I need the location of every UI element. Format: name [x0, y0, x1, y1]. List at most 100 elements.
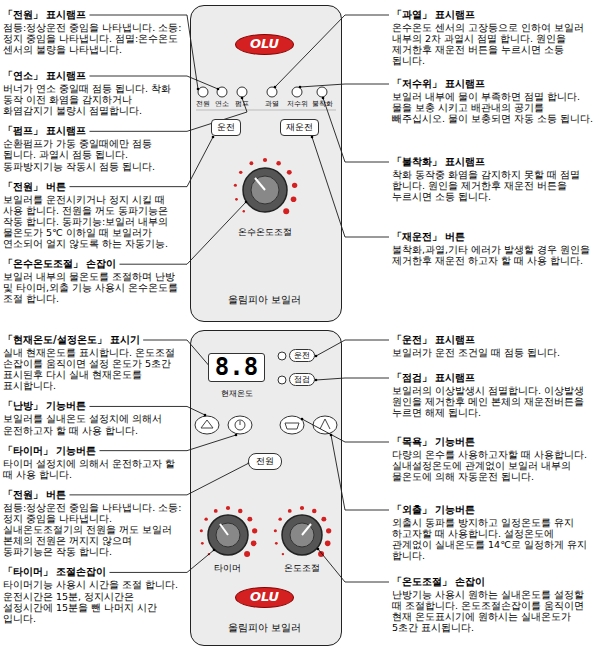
callout-text: 순환펌프가 가동 중일때에만 점등 됩니다. 과열시 점등 됩니다. 동파방지기… [3, 138, 185, 171]
callout: 「난방」 기능버튼보일러를 실내온도 설정치에 의해서 운전하고자 할 때 사용… [3, 394, 185, 435]
lamp-label: 과열 [265, 100, 279, 109]
scale-dot [321, 517, 326, 522]
hot-water-knob [243, 168, 287, 212]
callout: 「운전」 표시램프보일러가 운전 조건일 때 점등 됩니다. [392, 328, 596, 358]
leader-dot [299, 86, 302, 89]
indicator-lamp [278, 352, 286, 384]
lamp-row [198, 87, 327, 97]
panel-groove [196, 110, 336, 111]
brand-logo: OLU [235, 587, 294, 608]
callout-text: 점등:정상운전 중임을 나타냅니다. 소등:정지 중임을 나타냅니다. 실내온도… [3, 502, 185, 558]
button-label: OLU [250, 36, 279, 51]
leader-line [302, 419, 389, 442]
power-button: 전원 [248, 453, 282, 469]
leader-dot [322, 97, 325, 100]
controller-panel: 온수온도조절올림피아 보일러OLU운전재운전 [190, 5, 342, 322]
scale-dot [312, 509, 317, 514]
button-label: 운전 [294, 351, 310, 360]
scale-dot [276, 161, 281, 166]
panel-label: 타이머 [214, 563, 241, 575]
leader-dot [213, 549, 216, 552]
scale-dot [300, 506, 304, 510]
callout-text: 보일러를 운전시키거나 정지 시킬 때 사용 합니다. 전원을 꺼도 동파기능은… [3, 194, 185, 250]
callout-text: 보일러를 실내온도 설정치에 의해서 운전하고자 할 때 사용 합니다. [3, 413, 185, 435]
callout: 「온수온도조절」 손잡이보일러 내부의 물온도를 조절하며 난방 및 타이머,외… [3, 252, 185, 304]
scale-dot [283, 208, 289, 214]
leader-dot [235, 434, 238, 437]
callout-heading: 「과열」 표시램프 [392, 9, 475, 21]
leader-line [99, 435, 236, 451]
panel-label: 현재온도 [221, 387, 253, 398]
panel-label: 온수온도조절 [238, 225, 292, 238]
temperature-knob [282, 515, 322, 555]
callout-heading: 「목욕」 기능버튼 [392, 436, 475, 448]
leader-dot [245, 201, 248, 204]
callout-text: 점등:정상운전 중임을 나타냅니다. 소등:정지 중임을 나타냅니다. 점멸:온… [3, 22, 185, 55]
callout-heading: 「난방」 기능버튼 [3, 400, 86, 412]
scale-dot [243, 210, 245, 212]
push-button: 운전 [211, 119, 241, 135]
callout-heading: 「타이머」 조절손잡이 [3, 566, 106, 578]
callout-heading: 「타이머」 기능버튼 [3, 445, 96, 457]
callout: 「타이머」 기능버튼타이머 설정치에 의해서 운전하고자 할 때 사용 합니다. [3, 439, 185, 480]
scale-dot [252, 528, 257, 533]
callout-heading: 「연소」 표시램프 [3, 70, 86, 82]
leader-dot [274, 86, 277, 89]
panel-label: 올림피아 보일러 [228, 293, 301, 307]
leader-dot [212, 136, 215, 139]
panel-label: 온도조절 [284, 563, 320, 575]
leader-line [109, 550, 214, 572]
lamp-label: 저수위 [287, 100, 308, 109]
callout-heading: 「점검」 표시램프 [392, 372, 475, 384]
timer-knob [208, 515, 248, 555]
scale-dot [291, 196, 297, 202]
callout-heading: 「재운전」 버튼 [392, 231, 465, 243]
callout-text: 난방기능 사용시 원하는 실내온도를 설정할 때 조절합니다. 온도조절손잡이를… [392, 589, 596, 633]
temperature-display: 8.8 [208, 353, 265, 383]
callout: 「과열」 표시램프온수온도 센서의 고장등으로 인하여 보일러 내부의 2차 과… [392, 3, 596, 66]
leader-dot [315, 379, 318, 382]
scale-dot [278, 517, 281, 520]
button-label: 운전 [217, 122, 235, 132]
scale-dot [204, 517, 207, 520]
leader-line [300, 84, 389, 87]
button-label: 점검 [294, 375, 310, 384]
callout: 「온도조절」 손잡이난방기능 사용시 원하는 실내온도를 설정할 때 조절합니다… [392, 570, 596, 633]
scale-dot [214, 509, 218, 513]
dial-scale [200, 158, 332, 557]
leader-dot [241, 97, 244, 100]
controller-panel: 현재온도타이머 온도조절올림피아 보일러 8.8 운전점검전원 OLU [190, 330, 342, 646]
indicator-lamp: 점검 [289, 373, 315, 386]
callout-text: 타이머 설정치에 의해서 운전하고자 할 때 사용 합니다. [3, 458, 185, 480]
leader-line [323, 98, 389, 162]
scale-dot [201, 542, 204, 545]
callout-heading: 「온도조절」 손잡이 [392, 576, 485, 588]
scale-dot [249, 161, 253, 165]
callout-text: 보일러가 운전 조건일 때 점등 됩니다. [392, 347, 596, 358]
callout: 「전원」 버튼점등:정상운전 중임을 나타냅니다. 소등:정지 중임을 나타냅니… [3, 483, 185, 558]
callout: 「연소」 표시램프버너가 연소 중일때 점등 됩니다. 착화 동작 이전 화염을… [3, 64, 185, 116]
callout-heading: 「운전」 표시램프 [392, 334, 475, 346]
scale-dot [238, 509, 243, 514]
callout: 「저수위」 표시램프보일러 내부에 물이 부족하면 점멸 합니다. 물을 보충 … [392, 72, 596, 124]
panel-label: 올림피아 보일러 [228, 621, 301, 635]
callout: 「불착화」 표시램프착화 동작중 화염을 감지하지 못할 때 점멸 합니다. 원… [392, 150, 596, 202]
leader-dot [317, 548, 320, 551]
scale-dot [234, 184, 237, 187]
callout-text: 실내 현재온도를 표시합니다. 온도조절 손잡이를 움직이면 설정 온도가 5초… [3, 347, 185, 391]
button-label: 8.8 [215, 353, 258, 381]
callout-text: 타이머기능 사용시 시간을 조절 합니다. 운전시간은 15분, 정지시간은 설… [3, 579, 185, 623]
scale-dot [263, 158, 267, 162]
leader-dot [197, 88, 200, 91]
callout-text: 버너가 연소 중일때 점등 됩니다. 착화 동작 이전 화염을 감지하거나 화염… [3, 83, 185, 116]
leader-line [316, 340, 389, 356]
leader-dot [315, 355, 318, 358]
lamp-label: 펌프 [235, 100, 249, 109]
callout-text: 착화 동작중 화염을 감지하지 못할 때 점멸 합니다. 원인을 제거한후 재운… [392, 169, 596, 202]
scale-dot [239, 171, 242, 174]
leader-line [316, 378, 389, 380]
scale-dot [287, 170, 292, 175]
lamp-label: 불착화 [312, 100, 333, 109]
leader-dot [217, 88, 220, 91]
scale-dot [226, 506, 230, 510]
